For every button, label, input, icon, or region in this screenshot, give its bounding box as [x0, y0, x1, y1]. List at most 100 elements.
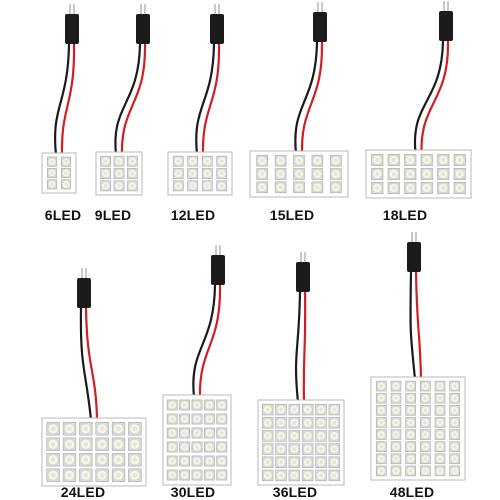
led-core: [176, 184, 181, 188]
led-core: [103, 159, 108, 163]
connector: [136, 4, 150, 44]
led-core: [116, 472, 121, 478]
pin: [321, 2, 323, 12]
led-core: [103, 184, 108, 188]
black-wire: [79, 307, 93, 421]
caption-30led: 30LED: [170, 484, 216, 500]
led-core: [379, 444, 384, 449]
led-core: [117, 171, 121, 176]
red-wire: [414, 271, 423, 380]
caption-9led: 9LED: [94, 207, 132, 223]
led-core: [292, 407, 297, 412]
led-core: [182, 459, 187, 463]
led-core: [394, 420, 398, 425]
led-core: [103, 171, 108, 176]
led-core: [205, 184, 210, 188]
black-wire: [294, 41, 319, 154]
pin: [304, 252, 306, 262]
led-core: [375, 185, 380, 191]
led-core: [394, 444, 398, 449]
led-core: [391, 157, 396, 163]
red-wire: [120, 43, 147, 155]
led-core: [452, 457, 457, 461]
led-core: [457, 157, 462, 163]
led-core: [423, 408, 428, 413]
led-core: [408, 432, 413, 437]
led-core: [319, 433, 323, 438]
led-core: [394, 408, 398, 413]
led-core: [260, 172, 265, 176]
led-core: [297, 185, 301, 190]
led-core: [278, 158, 283, 163]
connector-housing: [407, 242, 421, 272]
led-core: [315, 172, 320, 176]
connector: [407, 232, 421, 272]
led-core: [379, 469, 384, 473]
caption-15led: 15LED: [269, 207, 315, 223]
pin: [144, 4, 146, 14]
led-core: [265, 460, 270, 465]
caption-48led: 48LED: [389, 484, 435, 500]
led-core: [278, 185, 283, 190]
black-wire: [294, 291, 302, 403]
led-core: [319, 473, 323, 478]
led-core: [190, 171, 195, 176]
caption-36led: 36LED: [272, 484, 318, 500]
led-core: [319, 460, 323, 465]
led-core: [408, 185, 413, 191]
pin: [218, 4, 220, 14]
led-core: [438, 432, 442, 437]
led-core: [438, 469, 442, 473]
led-core: [207, 403, 212, 407]
led-core: [305, 447, 310, 452]
pin: [140, 4, 142, 14]
pin: [69, 4, 71, 14]
led-core: [408, 469, 413, 473]
led-core: [176, 171, 181, 176]
led-core: [170, 417, 175, 421]
pin: [81, 268, 83, 278]
led-core: [130, 159, 135, 163]
led-core: [265, 407, 270, 412]
led-core: [408, 420, 413, 425]
led-core: [292, 447, 297, 452]
pin: [300, 252, 302, 262]
led-core: [132, 472, 138, 478]
led-core: [219, 473, 224, 477]
led-core: [99, 441, 105, 447]
led-core: [379, 420, 384, 425]
led-core: [279, 447, 283, 452]
led-core: [195, 403, 199, 407]
led-core: [116, 457, 121, 463]
led-core: [391, 171, 396, 177]
led-core: [315, 185, 320, 190]
led-core: [260, 185, 265, 190]
led-core: [305, 460, 310, 465]
red-wire: [198, 284, 222, 398]
led-core: [170, 431, 175, 435]
led-core: [379, 384, 384, 388]
connector-housing: [136, 14, 150, 44]
led-core: [332, 420, 337, 425]
led-core: [219, 431, 224, 435]
led-core: [423, 457, 428, 461]
led-core: [83, 441, 89, 447]
red-wire: [201, 43, 221, 155]
led-core: [50, 457, 56, 463]
connector-housing: [439, 11, 453, 41]
pin: [447, 1, 449, 11]
led-core: [332, 407, 337, 412]
led-core: [424, 185, 429, 191]
led-core: [265, 420, 270, 425]
led-core: [219, 184, 224, 188]
led-core: [332, 447, 337, 452]
led-core: [182, 417, 187, 421]
